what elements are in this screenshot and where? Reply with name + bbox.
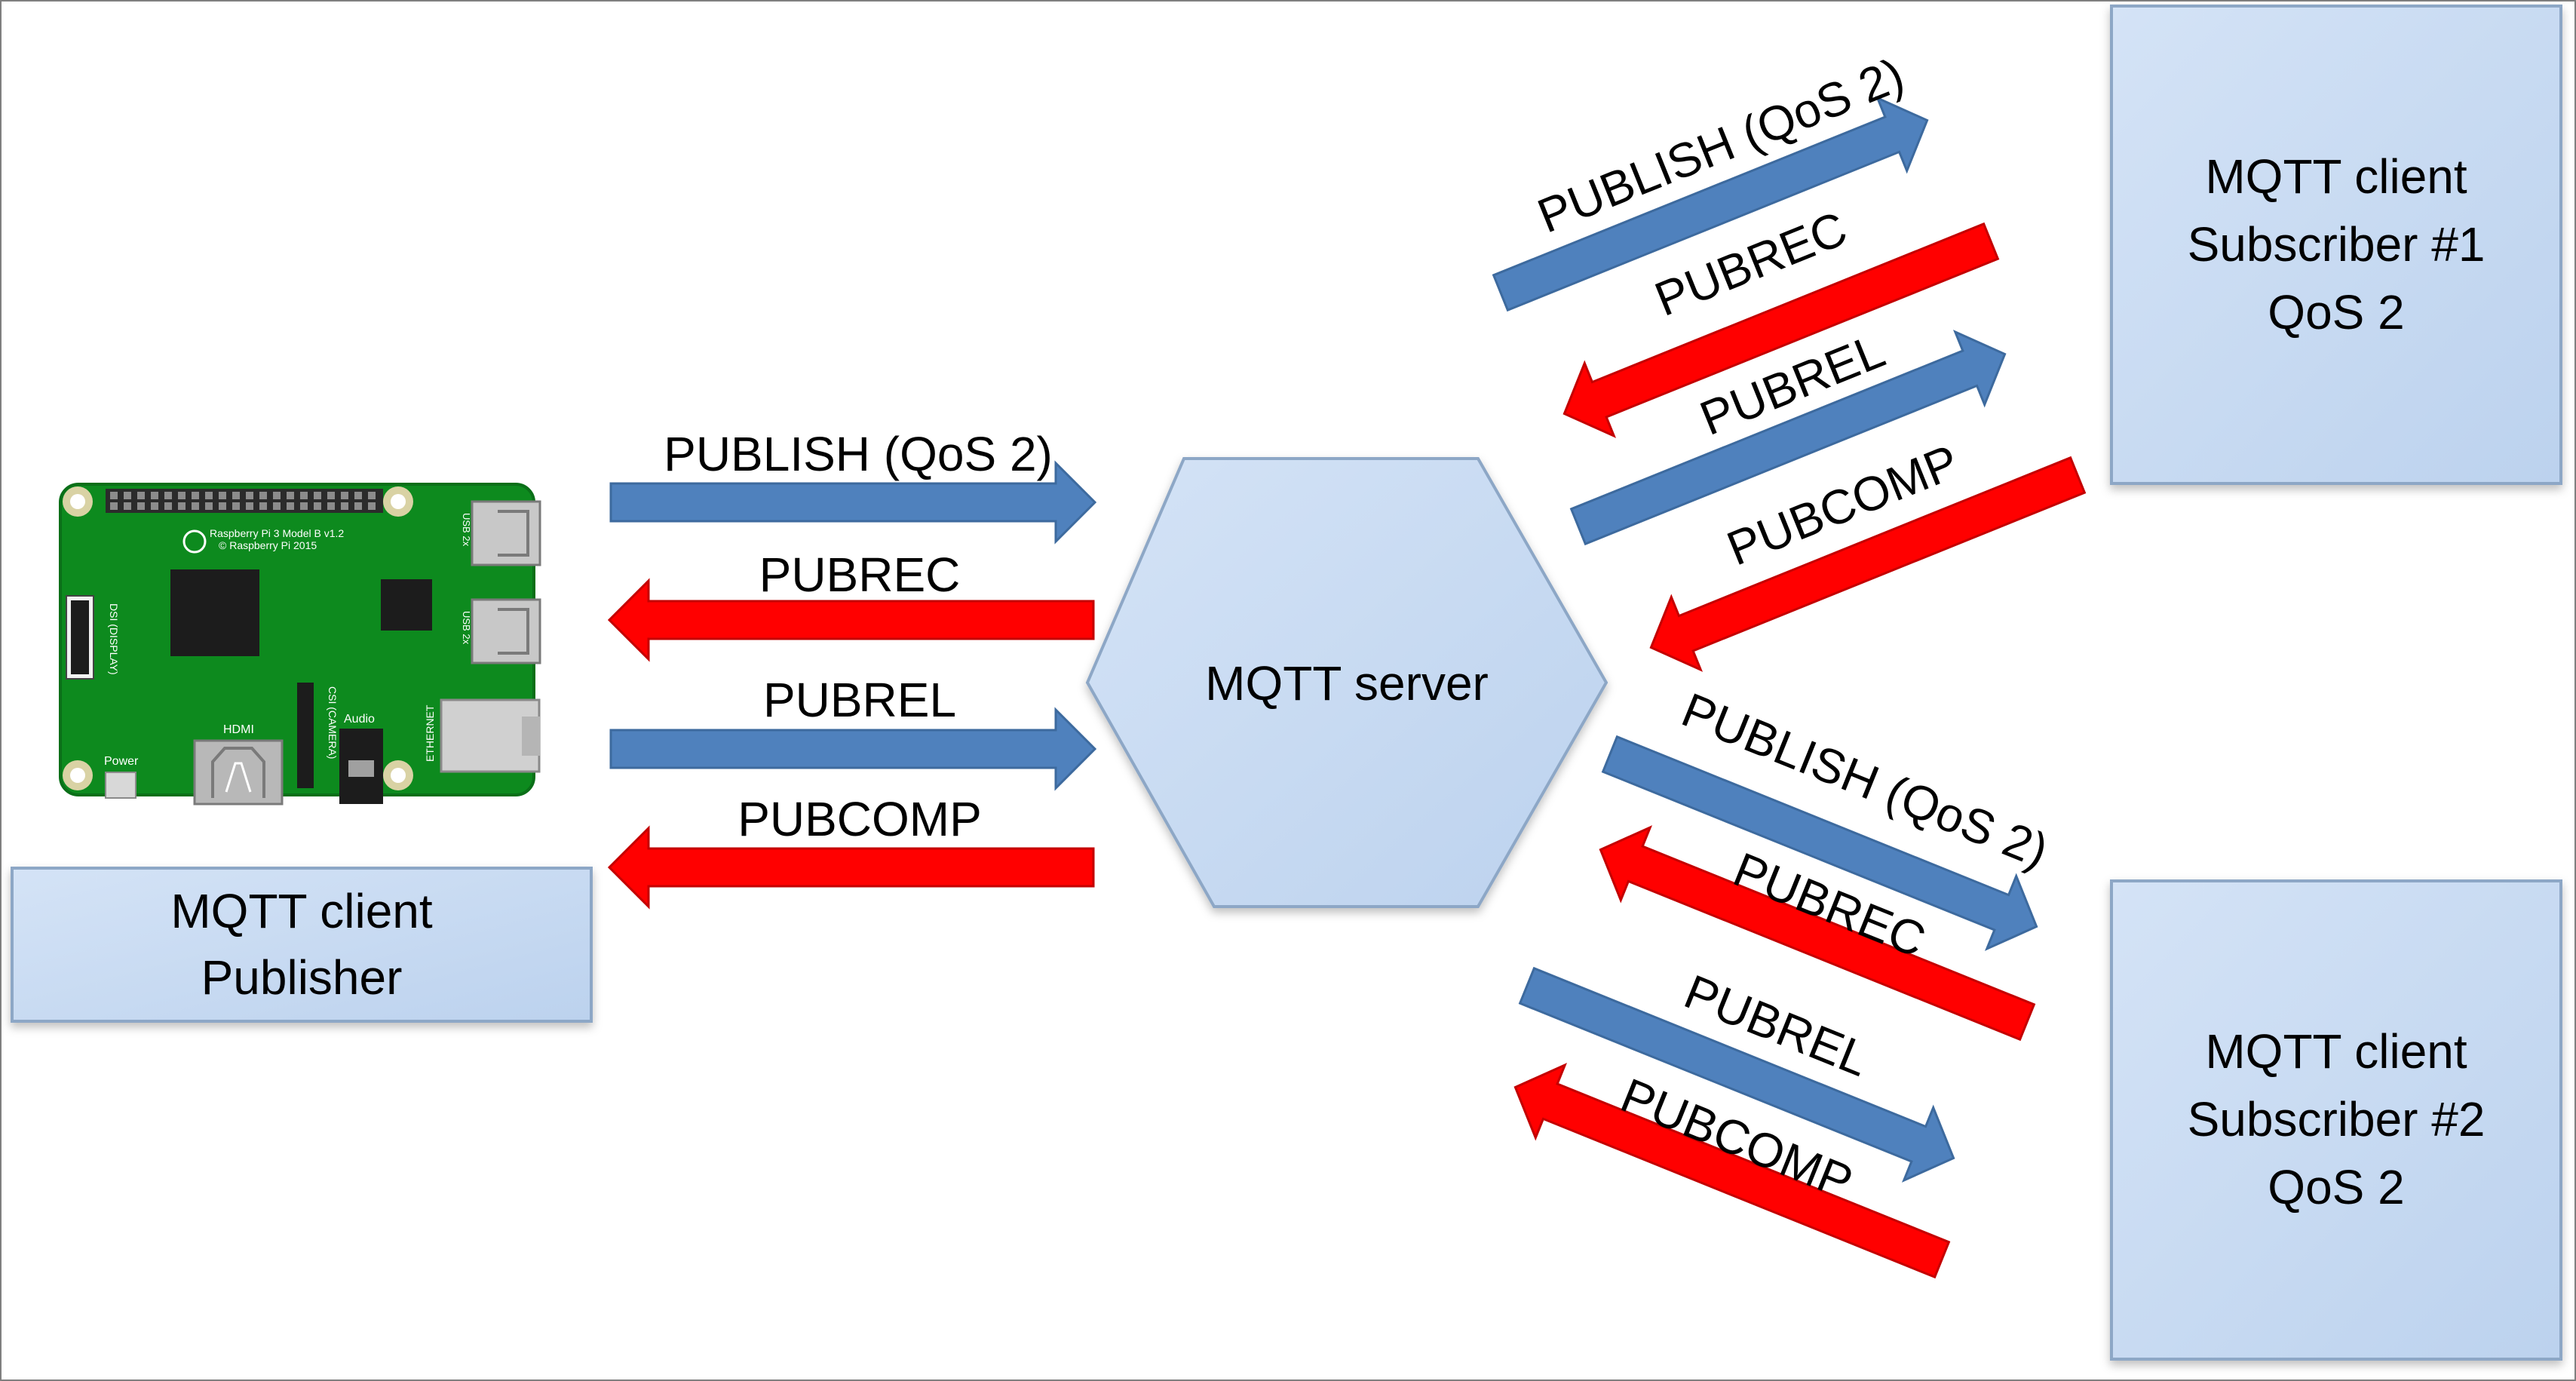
lan-chip	[381, 579, 432, 631]
pub-side-publish-arrow	[609, 460, 1097, 545]
dsi-label: DSI (DISPLAY)	[108, 603, 120, 675]
subscriber1-box	[2110, 5, 2562, 485]
pub-side-pubrel-label: PUBREL	[763, 673, 956, 727]
subscriber2-line1: MQTT client	[2205, 1024, 2467, 1079]
sub2-publish-arrow	[1601, 735, 2038, 951]
sub1-pubrel-arrow	[1569, 330, 2007, 546]
subscriber2-line3: QoS 2	[2268, 1160, 2404, 1214]
subscriber1-line2: Subscriber #1	[2188, 217, 2486, 272]
pub-side-pubrel-arrow	[609, 707, 1097, 791]
sub2-pubcomp-arrow	[1513, 1063, 1951, 1279]
server-label: MQTT server	[1205, 656, 1489, 710]
pub-side-pubcomp-arrow	[607, 825, 1095, 910]
subscriber2-box	[2110, 879, 2562, 1361]
pub-side-publish-label: PUBLISH (QoS 2)	[664, 427, 1053, 481]
board-copyright-text: © Raspberry Pi 2015	[219, 539, 317, 551]
hdmi-label: HDMI	[223, 723, 254, 736]
pub-side-pubrec-arrow	[607, 578, 1095, 662]
csi-connector	[297, 683, 314, 788]
usb-label-bottom: USB 2x	[461, 611, 472, 645]
ethernet-label: ETHERNET	[424, 704, 436, 762]
server-hexagon	[1085, 457, 1608, 908]
sub2-pubrel-arrow	[1518, 966, 1955, 1183]
usb-label-top: USB 2x	[461, 513, 472, 547]
audio-label: Audio	[344, 713, 375, 726]
soc-chip	[170, 569, 259, 656]
sub1-pubcomp-arrow	[1649, 456, 2087, 672]
csi-label: CSI (CAMERA)	[327, 686, 339, 759]
pub-side-pubrec-label: PUBREC	[759, 548, 961, 602]
power-label: Power	[104, 755, 139, 768]
publisher-line2: Publisher	[201, 950, 403, 1005]
sub1-pubrec-arrow	[1562, 222, 2000, 438]
board-model-text: Raspberry Pi 3 Model B v1.2	[210, 527, 344, 539]
publisher-line1: MQTT client	[170, 884, 433, 938]
subscriber1-line1: MQTT client	[2205, 149, 2467, 204]
power-port	[105, 772, 136, 799]
subscriber1-line3: QoS 2	[2268, 285, 2404, 339]
raspberry-logo-icon	[182, 529, 207, 554]
pub-side-pubcomp-label: PUBCOMP	[738, 792, 982, 846]
raspberry-pi-board: Raspberry Pi 3 Model B v1.2 © Raspberry …	[59, 483, 541, 806]
publisher-box	[11, 867, 593, 1023]
subscriber2-line2: Subscriber #2	[2188, 1092, 2486, 1146]
sub2-pubrec-arrow	[1599, 825, 2036, 1042]
sub1-publish-arrow	[1492, 96, 1929, 312]
hdmi-port	[193, 739, 284, 806]
